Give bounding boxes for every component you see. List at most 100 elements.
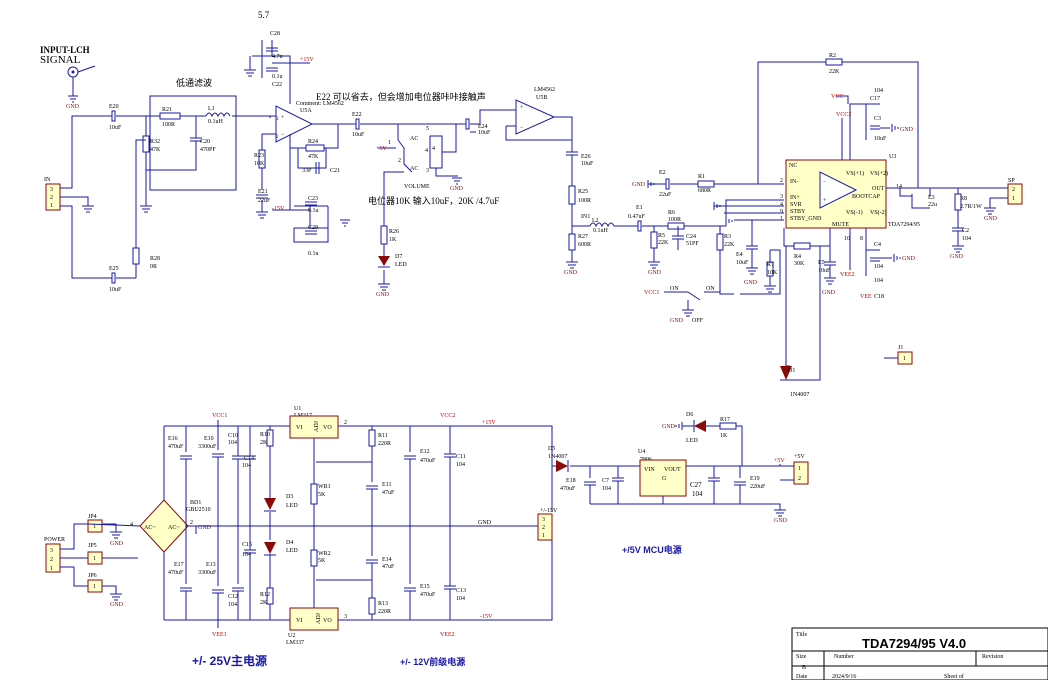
r1-value: 680R — [698, 188, 711, 194]
l2-value: 0.1uH — [593, 228, 609, 234]
r8-value: 2.7R/1W — [960, 204, 982, 210]
d1-part-label: 1N4007 — [790, 392, 809, 398]
gnd-icon — [891, 124, 899, 132]
gnd-icon — [340, 219, 350, 227]
r24-value: 47K — [308, 154, 319, 160]
d6-label: D6 — [686, 412, 693, 418]
wr2-value: 5K — [318, 558, 326, 564]
sp-connector — [1007, 183, 1023, 205]
svg-text:1: 1 — [93, 584, 96, 590]
svg-text:14: 14 — [896, 184, 902, 190]
gnd-icon — [452, 177, 462, 185]
r21-resistor — [159, 112, 181, 120]
volume-potentiometer — [429, 135, 443, 169]
c4-value: 104 — [874, 264, 883, 270]
r26-value: 1K — [389, 237, 397, 243]
r17-value: 1K — [720, 433, 728, 439]
c28-label: C28 — [270, 31, 280, 37]
in-wires — [60, 115, 108, 279]
c22-label: C22 — [272, 82, 282, 88]
u1-vo: VO — [323, 425, 332, 431]
d5-diode-icon — [556, 460, 568, 472]
c24-label: C24 — [686, 234, 696, 240]
svg-text:2: 2 — [50, 557, 53, 563]
tda-pin-vs-m2: VS(-2) — [870, 209, 887, 216]
e20-label: E20 — [109, 104, 119, 110]
jp4-connector — [87, 519, 103, 533]
svg-text:+: + — [823, 198, 827, 204]
tda-pin-nc: NC — [789, 163, 797, 169]
c2-value: 104 — [962, 236, 971, 242]
r11-value: 220R — [378, 441, 391, 447]
bd1-part-label: GBU2510 — [186, 507, 211, 513]
svg-text:1: 1 — [50, 566, 53, 572]
svg-text:8: 8 — [860, 236, 863, 242]
c13-value: 104 — [456, 596, 465, 602]
p15v-label-top: +15V — [300, 57, 314, 63]
gnd-icon — [824, 277, 836, 285]
r2-resistor — [825, 58, 843, 66]
input-jack-center — [71, 70, 75, 74]
e22-label: E22 — [352, 112, 362, 118]
vcc-label: VCC — [831, 94, 843, 100]
tda-pin-stby: STBY — [790, 209, 806, 215]
r28-resistor — [132, 247, 140, 265]
gnd-text: GND — [648, 270, 662, 276]
e4-label: E4 — [736, 252, 743, 258]
title-block-title: TDA7294/95 V4.0 — [862, 636, 966, 651]
vcc1-label-switch: VCC1 — [644, 290, 659, 296]
r3-value: 22K — [724, 242, 735, 248]
r21-label: R21 — [162, 107, 172, 113]
input-label: INPUT-LCH — [40, 45, 90, 55]
tda-pin-vs-p2: VS(+2) — [870, 170, 888, 177]
c20-label: C20 — [200, 139, 210, 145]
r2-label: R2 — [829, 53, 836, 59]
gnd-icon — [952, 245, 964, 253]
r28-value: 0R — [150, 264, 157, 270]
c7-value: 104 — [602, 486, 611, 492]
c23-label: C23 — [308, 196, 318, 202]
c3-value: 10uF — [874, 136, 887, 142]
svg-text:4: 4 — [130, 522, 133, 528]
lm4562-label: LM4562 — [534, 87, 555, 93]
gnd-text: GND — [744, 280, 758, 286]
u5b-opamp — [515, 99, 556, 135]
svg-text:3: 3 — [344, 614, 347, 620]
c29-label: C29 — [308, 225, 318, 231]
title-label: Title — [796, 632, 807, 638]
vee1-label: VEE1 — [212, 632, 227, 638]
gnd-text-bridge: GND — [198, 525, 212, 531]
wr1-trimmer — [310, 483, 318, 505]
u4-vout: VOUT — [664, 467, 681, 473]
r5-value: 22K — [658, 240, 669, 246]
volume-label: VOLUME — [404, 184, 430, 190]
d6-led-label: LED — [686, 438, 698, 444]
l2-label: L2 — [592, 218, 599, 224]
r8-resistor — [954, 193, 962, 211]
e22-value: 10uF — [352, 132, 365, 138]
sheet-label: Sheet of — [944, 673, 964, 680]
r10-resistor — [266, 429, 274, 447]
svg-text:+: + — [281, 115, 285, 121]
gnd-text: GND — [376, 292, 390, 298]
pm15v-label: +/-15V — [540, 508, 558, 514]
vcc2-label: VCC2 — [440, 413, 455, 419]
svg-text:3: 3 — [426, 168, 429, 174]
svg-text:1: 1 — [93, 556, 96, 562]
r26-resistor — [380, 225, 388, 245]
tda-pin-vs-m1: VS(-1) — [846, 209, 863, 216]
e1-capacitor — [637, 220, 642, 232]
svg-text:1: 1 — [388, 140, 391, 146]
r2-value: 22K — [829, 69, 840, 75]
tda-pin-bootcap: BOOTCAP — [852, 194, 881, 200]
d5-part-label: 1N4007 — [548, 454, 567, 460]
e16-value: 470uF — [168, 444, 184, 450]
tda-amplifier-symbol — [819, 171, 858, 209]
svg-text:2: 2 — [542, 525, 545, 531]
c21-value: 33P — [302, 168, 312, 174]
d3-led-icon — [264, 498, 276, 510]
r25-resistor — [568, 185, 576, 205]
pre-psu-caption: +/- 12V前级电源 — [400, 656, 465, 667]
tda-pin-in-minus: IN- — [790, 179, 798, 185]
vcc2-label-u3: VCC2 — [836, 112, 851, 118]
